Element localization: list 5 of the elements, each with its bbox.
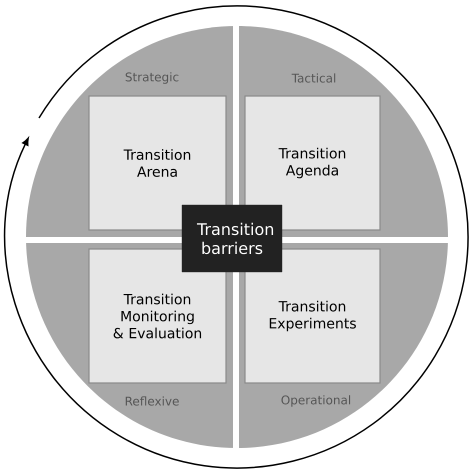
quadrant-label: Reflexive xyxy=(126,396,179,406)
quadrant-label: Tactical xyxy=(292,73,336,83)
center-box: Transition barriers xyxy=(182,204,282,272)
quadrant-label: Strategic xyxy=(126,72,178,84)
quadrant-label: Operational xyxy=(281,395,350,407)
